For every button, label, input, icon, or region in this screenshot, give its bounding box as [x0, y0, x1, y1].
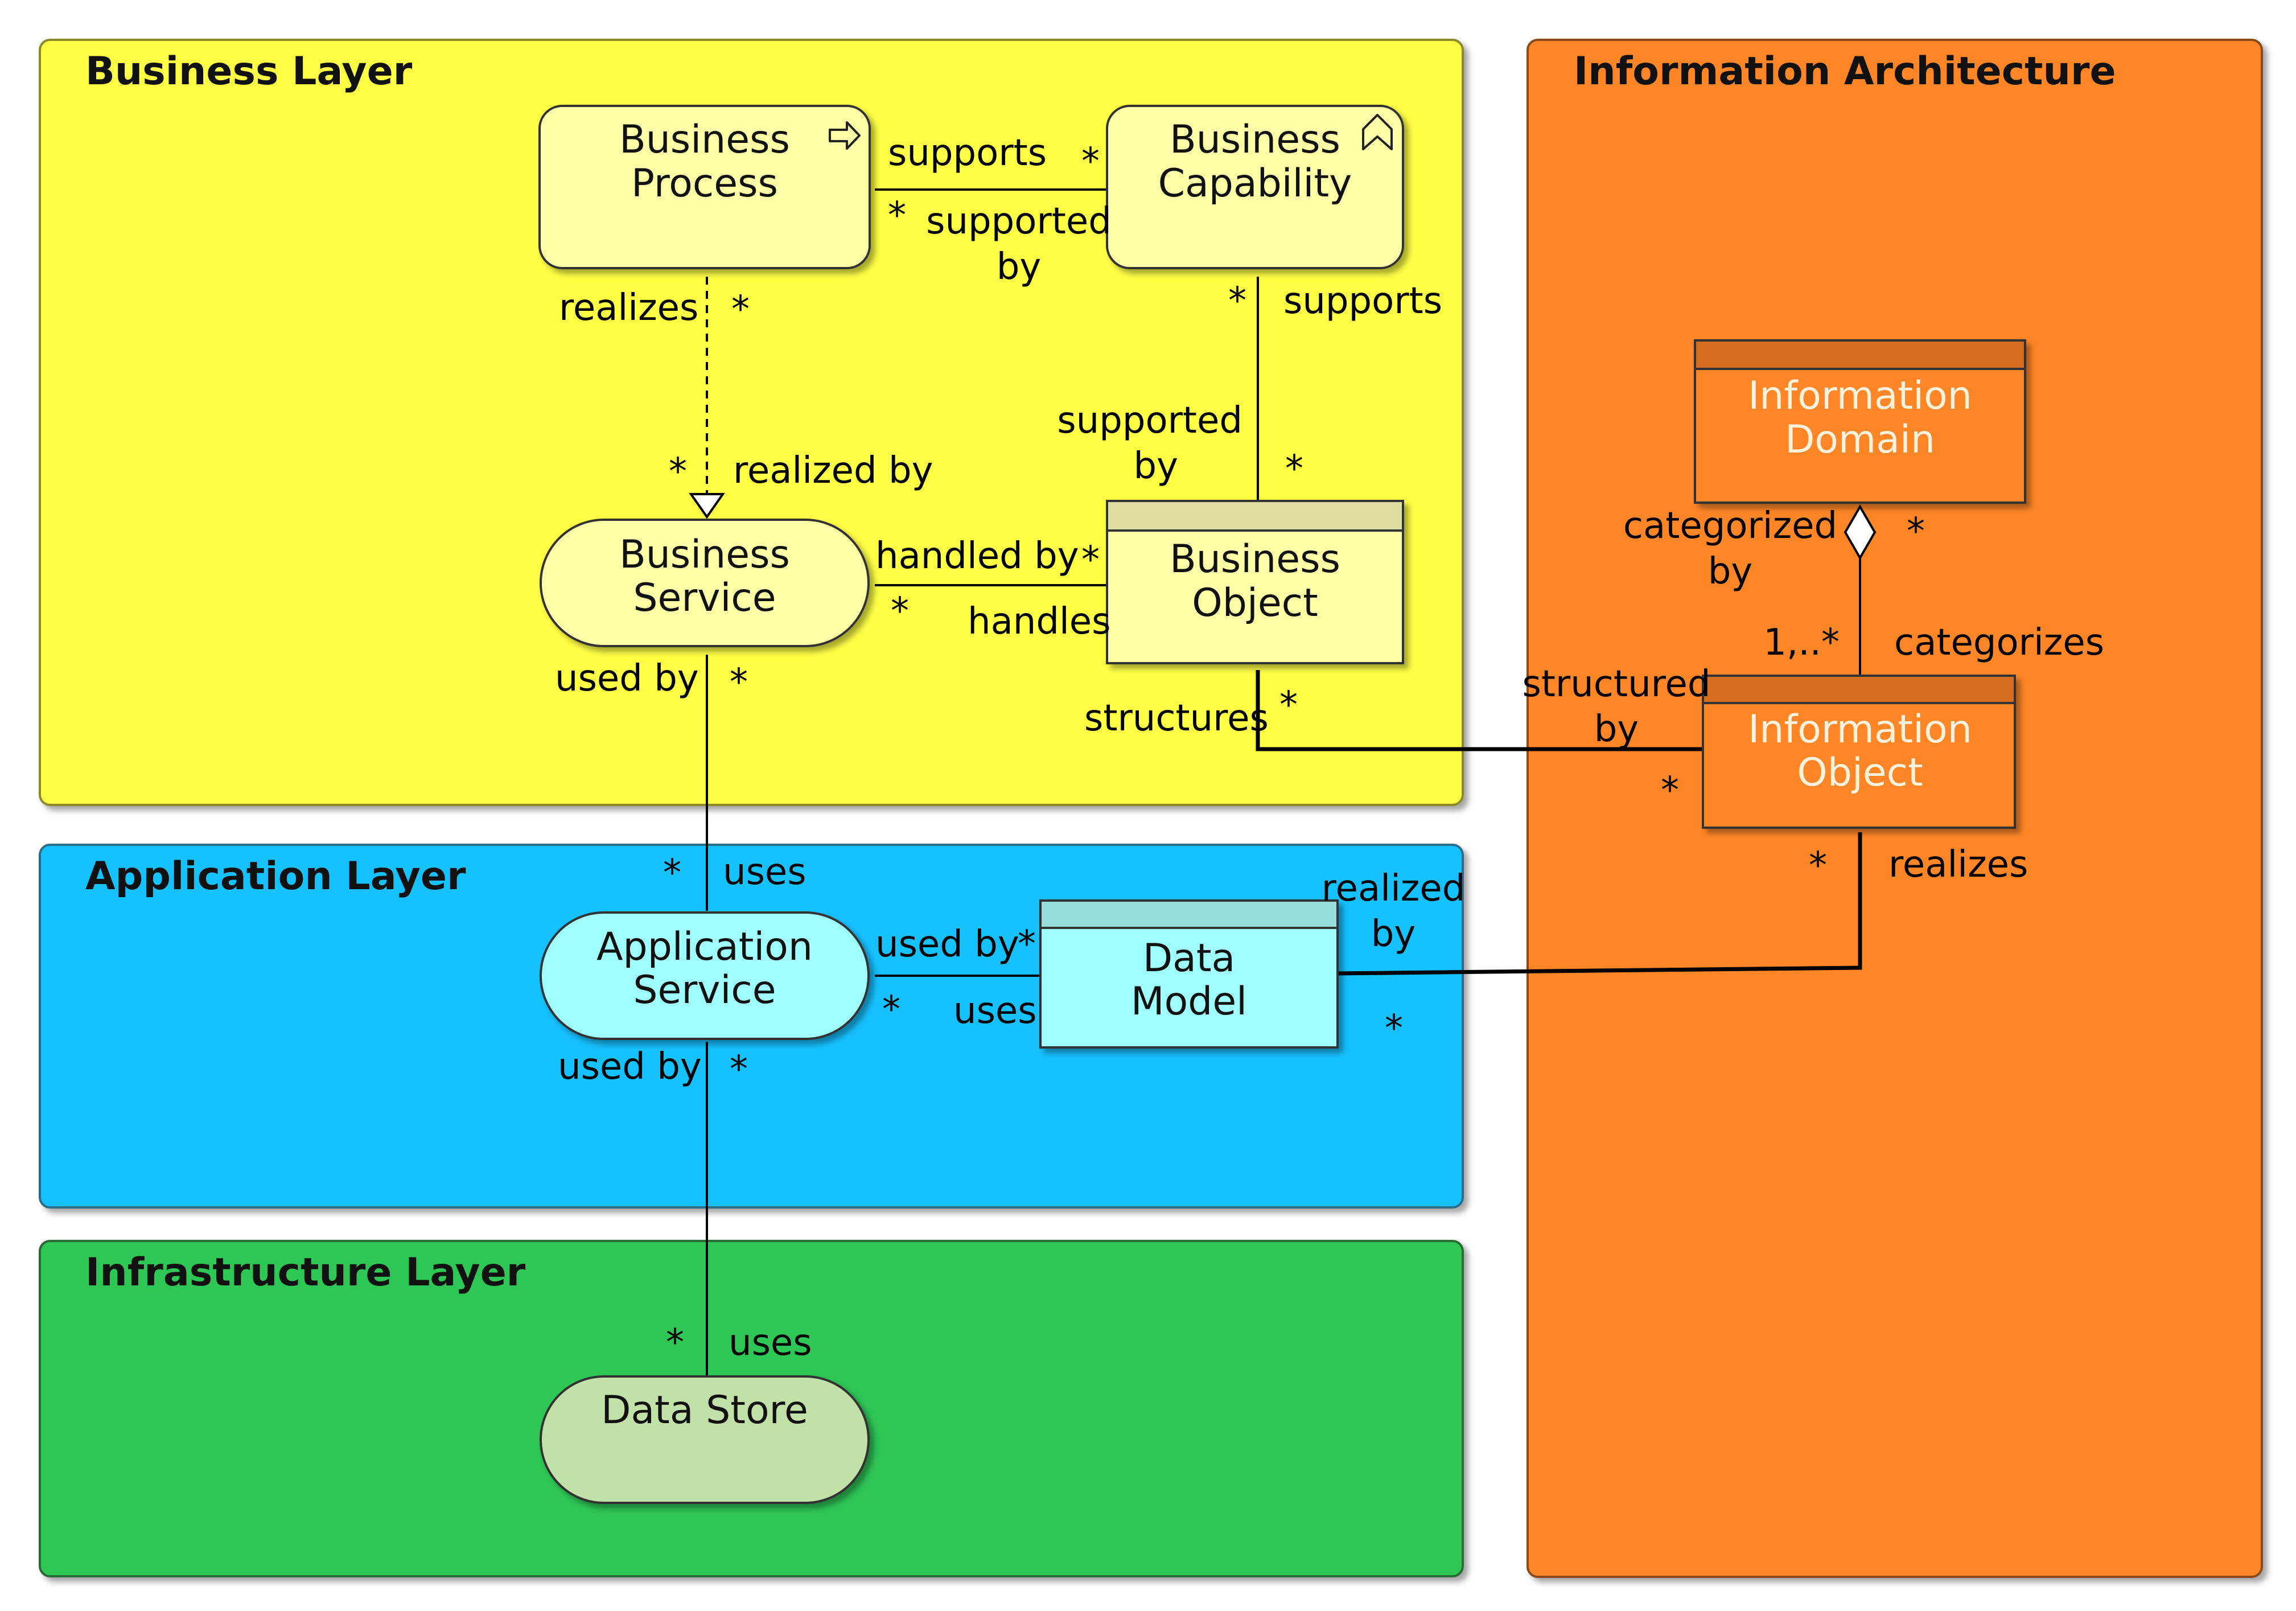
multiplicity-label: *	[731, 289, 750, 331]
business-service-label-1: Business	[619, 532, 790, 577]
relation-label: supports	[888, 132, 1047, 174]
multiplicity-label: *	[730, 661, 748, 704]
business-layer-title: Business Layer	[85, 49, 413, 94]
relation-label: by	[1594, 708, 1639, 750]
multiplicity-label: *	[1228, 280, 1246, 322]
business-process-label-1: Business	[619, 117, 790, 162]
appservice-datastore-labels: used by * * uses	[558, 1046, 812, 1364]
data-store-label: Data Store	[601, 1388, 808, 1433]
multiplicity-label: *	[891, 590, 909, 632]
multiplicity-label: *	[1279, 684, 1298, 726]
realization-triangle-icon	[689, 493, 725, 519]
business-object-label-2: Object	[1192, 581, 1318, 626]
service-object-labels: handled by * * handles	[875, 535, 1110, 643]
relation-label: supports	[1283, 280, 1442, 322]
business-object-label-1: Business	[1170, 537, 1340, 582]
data-model-label-2: Model	[1131, 979, 1247, 1024]
multiplicity-label: 1,..*	[1763, 622, 1840, 664]
relation-label: uses	[729, 1322, 812, 1364]
relation-label: by	[1371, 913, 1416, 955]
relation-label: used by	[555, 657, 699, 700]
multiplicity-label: *	[1285, 448, 1303, 490]
process-arrow-icon	[829, 121, 861, 150]
relation-label: handles	[968, 601, 1110, 643]
multiplicity-label: *	[1809, 845, 1827, 887]
multiplicity-label: *	[1081, 539, 1100, 581]
relation-label: realized by	[733, 450, 933, 492]
business-process-node[interactable]: Business Process	[538, 105, 871, 269]
data-store-node[interactable]: Data Store	[540, 1375, 870, 1504]
relation-label: by	[1708, 550, 1753, 593]
relation-label: used by	[558, 1046, 702, 1088]
datamodel-infoobject-labels: realized by * * realizes	[1322, 844, 2028, 1050]
relation-label: by	[1134, 445, 1179, 487]
relation-label: used by	[875, 923, 1019, 965]
bservice-appservice-labels: used by * * uses	[555, 657, 807, 894]
application-service-label-1: Application	[596, 924, 813, 969]
business-capability-label-1: Business	[1170, 117, 1340, 162]
datamodel-infoobject-line	[1337, 832, 1862, 976]
relation-label: uses	[953, 990, 1037, 1032]
relation-label: categorizes	[1894, 622, 2104, 664]
connectors	[706, 188, 1862, 1378]
capability-chevron-icon	[1362, 114, 1393, 150]
object-infoobject-labels: structures * structured by *	[1084, 663, 1711, 812]
process-capability-labels: supports * * supported by	[888, 132, 1112, 288]
information-object-label-1: Information	[1748, 707, 1972, 752]
information-domain-node[interactable]: Information Domain	[1694, 339, 2026, 504]
relation-label: uses	[723, 851, 807, 893]
relation-label: supported	[1057, 400, 1242, 442]
multiplicity-label: *	[882, 989, 900, 1031]
business-process-label-2: Process	[631, 161, 778, 206]
information-domain-label-2: Domain	[1785, 417, 1935, 462]
information-architecture-title: Information Architecture	[1574, 49, 2116, 94]
multiplicity-label: *	[1081, 141, 1100, 183]
business-service-label-2: Service	[633, 576, 776, 620]
relation-label: realized	[1322, 868, 1466, 910]
process-service-labels: realizes * * realized by	[559, 287, 933, 493]
application-service-node[interactable]: Application Service	[540, 911, 870, 1040]
data-model-label-1: Data	[1143, 936, 1235, 981]
relation-label: realizes	[1888, 844, 2028, 886]
relation-label: handled by	[875, 535, 1079, 577]
multiplicity-label: *	[663, 852, 681, 894]
infrastructure-layer-title: Infrastructure Layer	[85, 1250, 526, 1295]
appservice-datamodel-labels: used by * * uses	[875, 923, 1037, 1032]
multiplicity-label: *	[1661, 770, 1679, 812]
multiplicity-label: *	[1907, 511, 1925, 553]
multiplicity-label: *	[730, 1049, 748, 1091]
information-object-node[interactable]: Information Object	[1702, 675, 2016, 829]
multiplicity-label: *	[666, 1322, 684, 1364]
business-object-node[interactable]: Business Object	[1106, 500, 1404, 664]
relation-label: structured	[1522, 663, 1710, 705]
multiplicity-label: *	[669, 451, 687, 493]
data-model-node[interactable]: Data Model	[1039, 899, 1339, 1049]
application-layer-title: Application Layer	[85, 854, 466, 899]
aggregation-diamond-icon	[1844, 504, 1877, 560]
business-capability-label-2: Capability	[1158, 161, 1352, 206]
multiplicity-label: *	[888, 195, 906, 237]
relation-label: supported	[926, 200, 1112, 243]
capability-object-labels: * supports supported by *	[1057, 280, 1442, 490]
object-infoobject-line	[1256, 670, 1702, 751]
business-capability-node[interactable]: Business Capability	[1106, 105, 1404, 269]
domain-infoobject-labels: categorized by * 1,..* categorizes	[1623, 505, 2104, 664]
information-object-label-2: Object	[1797, 750, 1923, 795]
information-domain-label-1: Information	[1748, 373, 1972, 418]
multiplicity-label: *	[1385, 1008, 1403, 1050]
multiplicity-label: *	[1018, 923, 1036, 965]
application-service-label-2: Service	[633, 968, 776, 1013]
relation-label: categorized	[1623, 505, 1837, 547]
relation-label: realizes	[559, 287, 698, 329]
business-service-node[interactable]: Business Service	[540, 519, 870, 647]
relation-label: structures	[1084, 697, 1269, 739]
relation-label: by	[997, 246, 1042, 288]
